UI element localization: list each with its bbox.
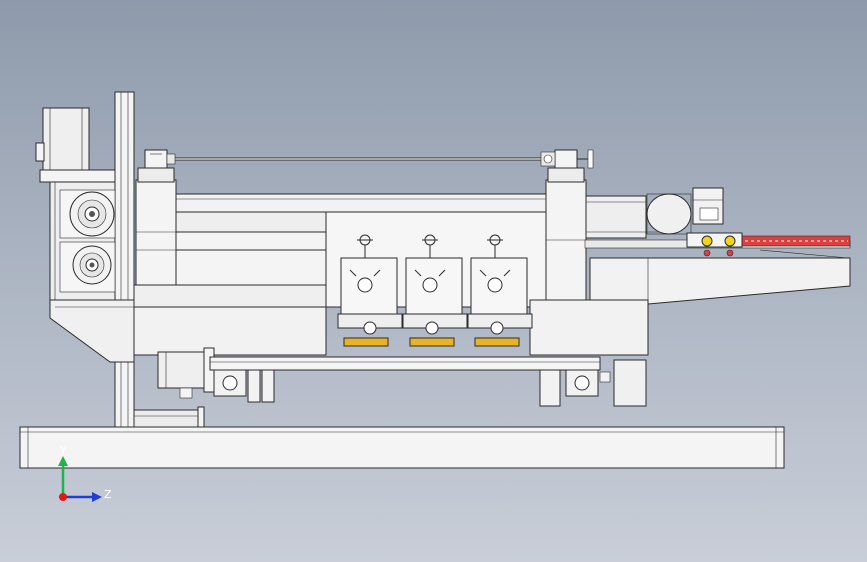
grinding-head-3 (467, 234, 533, 347)
lower-left-body (49, 299, 135, 363)
right-motor-box (692, 187, 724, 225)
gearbox-flange-upper (69, 191, 115, 237)
vertical-column (114, 91, 135, 428)
shaft-bearing-left (144, 149, 176, 169)
lower-carriage-beam (209, 356, 601, 371)
y-axis-label: Y (59, 444, 67, 457)
grinding-head-2 (402, 234, 468, 347)
support-stand (133, 406, 205, 428)
right-roller (646, 193, 692, 235)
right-platform (589, 249, 851, 305)
lower-motor (157, 347, 215, 399)
grinding-head-1 (337, 234, 403, 347)
top-drive-motor (35, 107, 116, 183)
drive-chain (739, 235, 851, 247)
z-axis-label: Z (104, 488, 112, 501)
right-conveyor-arm (585, 195, 660, 239)
shaft-bearing-right (540, 149, 594, 169)
gearbox-flange-lower (72, 245, 112, 285)
base-beam (19, 426, 785, 469)
axis-triad: Y Z (58, 444, 112, 502)
axis-origin (59, 493, 67, 501)
right-upright (545, 167, 587, 301)
sensor-block (686, 232, 743, 257)
carriage-feet (213, 359, 647, 407)
upper-rail-beam (175, 193, 549, 251)
